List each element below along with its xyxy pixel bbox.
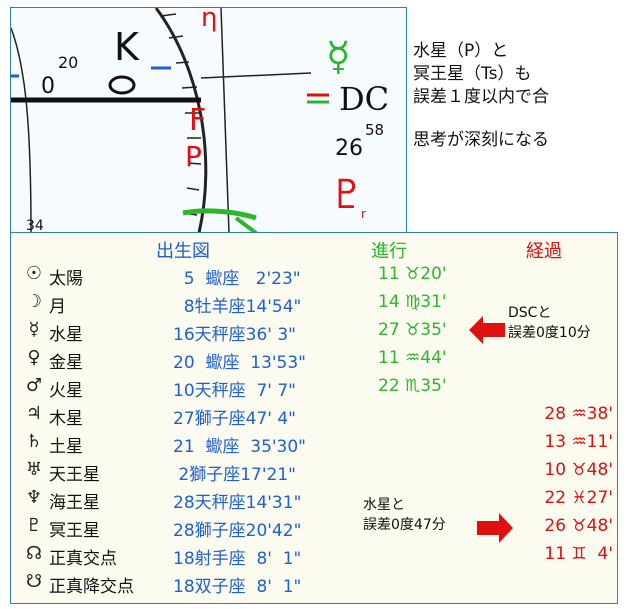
planet-glyph-icon: ♀ — [27, 347, 41, 368]
transit-position: 22 ♓27' — [544, 488, 613, 508]
house-cusp-line-2 — [220, 8, 230, 233]
natal-position: 5 蠍座 2'23" — [173, 269, 301, 289]
arrow-right-icon — [477, 513, 513, 543]
planet-glyph-icon: ♆ — [25, 487, 43, 508]
planet-name: 土星 — [49, 437, 83, 457]
green-arc — [182, 208, 257, 221]
table-row: ♃ 木星 27獅子座47' 4" 28 ♒38' — [23, 401, 613, 429]
callout-dsc: DSCと 誤差0度10分 — [508, 303, 591, 343]
planet-glyph-icon: ♃ — [25, 403, 43, 424]
natal-position: 28天秤座14'31" — [173, 493, 302, 513]
arc-ticks — [160, 13, 202, 216]
planet-glyph-icon: ☿ — [28, 319, 40, 340]
deg-34-label: 34 — [26, 218, 44, 233]
table-row: ☋ 正真降交点 18双子座 8' 1" — [23, 569, 613, 597]
chiron-glyph: K — [114, 25, 140, 69]
planet-name: 冥王星 — [49, 521, 100, 541]
inner-arc — [11, 27, 32, 233]
planet-glyph-icon: ☽ — [25, 291, 43, 312]
natal-position: 27獅子座47' 4" — [173, 409, 296, 429]
natal-position: 10天秤座 7' 7" — [173, 381, 296, 401]
planet-name: 水星 — [49, 325, 83, 345]
planet-name: 金星 — [49, 353, 83, 373]
table-row: ☽ 月 8牡羊座14'54" 14 ♍31' — [23, 289, 613, 317]
red-f-glyph: F — [189, 103, 206, 138]
transit-position: 26 ♉48' — [544, 516, 613, 536]
table-row: ♆ 海王星 28天秤座14'31" 22 ♓27' — [23, 485, 613, 513]
table-row: ☊ 正真交点 18射手座 8' 1" 11 ♊ 4' — [23, 541, 613, 569]
transit-position: 13 ♒11' — [544, 432, 613, 452]
header-progressed: 進行 — [371, 241, 407, 262]
callout-dsc-line-1: DSCと — [508, 305, 552, 321]
table-row: ♂ 火星 10天秤座 7' 7" 22 ♏35' — [23, 373, 613, 401]
natal-position: 21 蠍座 35'30" — [173, 437, 307, 457]
planet-glyph-icon: ☉ — [25, 263, 43, 284]
natal-position: 2獅子座17'21" — [173, 465, 296, 485]
progressed-mercury-glyph: ☿ — [326, 34, 351, 80]
red-top-glyph: ƞ — [201, 8, 217, 33]
callout-mercury-line-1: 水星と — [363, 497, 405, 513]
planet-name: 正真降交点 — [49, 577, 134, 597]
note-line-2: 冥王星（Ts）も — [413, 64, 532, 84]
progressed-position: 27 ♉35' — [378, 320, 447, 340]
natal-position: 16天秤座36' 3" — [173, 325, 296, 345]
planet-glyph-icon: ☊ — [26, 543, 42, 564]
table-row: ♀ 金星 20 蠍座 13'53" 11 ♒44' — [23, 345, 613, 373]
natal-position: 20 蠍座 13'53" — [173, 353, 307, 373]
table-row: ♅ 天王星 2獅子座17'21" 10 ♉48' — [23, 457, 613, 485]
note-line-1: 水星（P）と — [413, 41, 509, 61]
planet-name: 正真交点 — [49, 549, 117, 569]
note: 水星（P）と 冥王星（Ts）も 誤差１度以内で合 思考が深刻になる — [413, 40, 618, 152]
red-p-glyph: P — [185, 140, 202, 173]
planet-name: 天王星 — [49, 465, 100, 485]
natal-position: 28獅子座20'42" — [173, 521, 302, 541]
table-row: ♇ 冥王星 28獅子座20'42" 26 ♉48' — [23, 513, 613, 541]
deg-20-label: 20 — [58, 53, 78, 72]
progressed-position: 14 ♍31' — [378, 292, 447, 312]
planet-glyph-icon: ☋ — [26, 571, 42, 592]
planet-name: 木星 — [49, 409, 83, 429]
chiron-circle — [108, 75, 136, 95]
natal-position: 8牡羊座14'54" — [173, 297, 302, 317]
progressed-position: 22 ♏35' — [378, 376, 447, 396]
header-natal: 出生図 — [156, 241, 210, 262]
progressed-position: 11 ♉20' — [378, 264, 447, 284]
transit-position: 10 ♉48' — [544, 460, 613, 480]
deg-26-label: 26 — [335, 136, 363, 161]
header-transit: 経過 — [526, 241, 562, 262]
natal-position: 18双子座 8' 1" — [173, 577, 302, 597]
note-line-3: 誤差１度以内で合 — [413, 87, 549, 107]
transit-pluto-glyph: ♇ — [329, 172, 365, 218]
house-arc — [154, 8, 208, 233]
planet-glyph-icon: ♂ — [25, 375, 43, 396]
planet-name: 月 — [49, 297, 66, 317]
planet-name: 海王星 — [49, 493, 100, 513]
chart-wheel: K 20 0 34 F P ƞ ☿ DC 26 58 ♇ r — [11, 8, 389, 233]
transit-position: 11 ♊ 4' — [544, 544, 613, 564]
planet-name: 太陽 — [49, 269, 83, 289]
note-line-4: 思考が深刻になる — [413, 130, 549, 150]
table-row: ☿ 水星 16天秤座36' 3" 27 ♉35' — [23, 317, 613, 345]
progressed-position: 11 ♒44' — [378, 348, 447, 368]
planet-table: 出生図 進行 経過 ☉ 太陽 5 蠍座 2'23" 11 ♉20' ☽ 月 8牡羊座14… — [10, 232, 618, 604]
table-row: ♄ 土星 21 蠍座 35'30" 13 ♒11' — [23, 429, 613, 457]
table-row: ☉ 太陽 5 蠍座 2'23" 11 ♉20' — [23, 261, 613, 289]
arrow-left-icon — [469, 316, 505, 344]
deg-0-label: 0 — [41, 74, 55, 99]
callout-mercury-line-2: 誤差0度47分 — [363, 517, 446, 533]
retrograde-label: r — [361, 207, 366, 221]
callout-dsc-line-2: 誤差0度10分 — [508, 325, 591, 341]
planet-glyph-icon: ♄ — [25, 431, 43, 452]
chart-fragment: K 20 0 34 F P ƞ ☿ DC 26 58 ♇ r — [10, 7, 407, 234]
house-cusp-line — [200, 72, 312, 79]
natal-position: 18射手座 8' 1" — [173, 549, 302, 569]
dc-label: DC — [339, 80, 389, 118]
callout-mercury: 水星と 誤差0度47分 — [363, 495, 446, 535]
planet-glyph-icon: ♇ — [25, 515, 43, 536]
planet-name: 火星 — [49, 381, 83, 401]
transit-position: 28 ♒38' — [544, 404, 613, 424]
deg-58-label: 58 — [365, 121, 384, 139]
planet-glyph-icon: ♅ — [25, 459, 43, 480]
